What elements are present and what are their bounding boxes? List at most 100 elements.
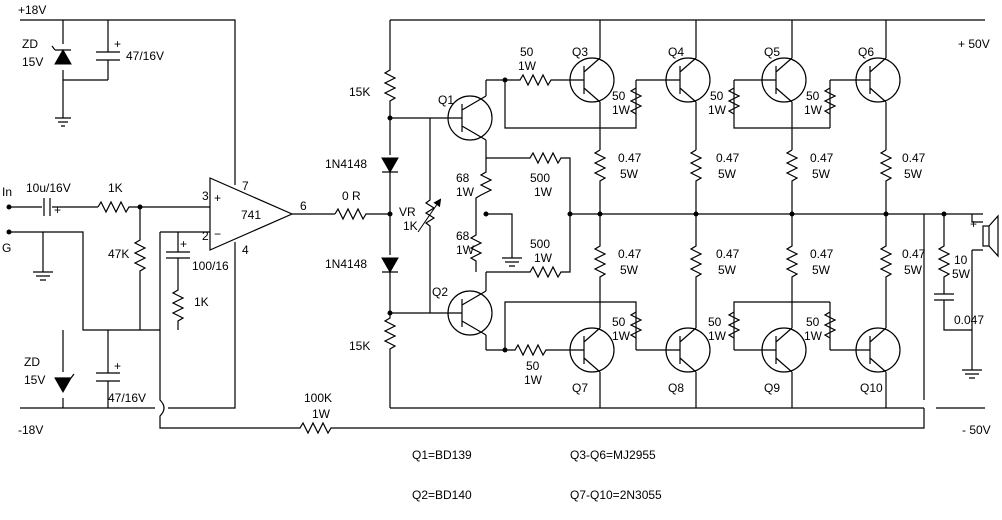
- r50-bot2-label-2: 1W: [708, 329, 727, 343]
- q3-transistor: [569, 20, 615, 150]
- zener-bot: [54, 330, 75, 408]
- r-zobel-label-2: 5W: [952, 267, 971, 281]
- opamp-pin2: 2: [202, 229, 209, 243]
- opamp-plus: +: [214, 191, 221, 205]
- d-top-label: 1N4148: [325, 157, 367, 171]
- r-47k: [133, 204, 147, 330]
- bias-chain: [381, 20, 450, 408]
- rail-label-pos18: +18V: [18, 3, 46, 17]
- q6-transistor: [829, 20, 901, 150]
- r-zobel-label-1: 10: [954, 253, 968, 267]
- r500-bot-label-2: 1W: [534, 251, 553, 265]
- re-top2-label-1: 0.47: [716, 151, 740, 165]
- input-wiring: [6, 198, 210, 281]
- cap-top-plus: +: [114, 37, 121, 51]
- q5-transistor: [733, 20, 830, 150]
- rail-label-pos50: + 50V: [958, 37, 990, 51]
- re-bot-resistors: [593, 214, 893, 280]
- cap-in-plus: +: [54, 203, 61, 217]
- re-bot3-label-2: 5W: [812, 263, 831, 277]
- r50-bot1-label-2: 1W: [612, 329, 631, 343]
- cap-in-label: 10u/16V: [26, 181, 71, 195]
- note-q7-q10: Q7-Q10=2N3055: [570, 488, 662, 502]
- re-top-resistors: [593, 149, 893, 214]
- r50-bot2-label-1: 50: [708, 315, 722, 329]
- q4-label: Q4: [668, 45, 684, 59]
- note-q2: Q2=BD140: [412, 488, 472, 502]
- speaker-icon: [971, 214, 999, 258]
- re-bot1-label-1: 0.47: [618, 247, 642, 261]
- r500-top-label-1: 500: [530, 171, 550, 185]
- rail-label-neg18: -18V: [18, 423, 43, 437]
- re-top1-label-1: 0.47: [618, 151, 642, 165]
- q2-driver: [447, 272, 493, 350]
- r50-top1-label-1: 50: [612, 89, 626, 103]
- re-top3-label-2: 5W: [812, 167, 831, 181]
- q6-label: Q6: [858, 45, 874, 59]
- opamp-pin4: 4: [242, 243, 249, 257]
- r-15k-bot-label: 15K: [349, 339, 370, 353]
- q1-label: Q1: [438, 93, 454, 107]
- note-q1: Q1=BD139: [412, 448, 472, 462]
- opamp-pin6: 6: [300, 199, 307, 213]
- q7-transistor: [569, 280, 615, 408]
- re-bot4-label-1: 0.47: [902, 247, 926, 261]
- r50-q3-label-1: 50: [520, 45, 534, 59]
- re-top3-label-1: 0.47: [810, 151, 834, 165]
- r50-q3-label-2: 1W: [518, 59, 537, 73]
- r50-bot3-label-2: 1W: [804, 329, 823, 343]
- d-bot-label: 1N4148: [325, 257, 367, 271]
- q2-label: Q2: [432, 285, 448, 299]
- cap-fb-label: 100/16: [192, 259, 229, 273]
- re-top1-label-2: 5W: [620, 167, 639, 181]
- vr-label-1: VR: [399, 205, 416, 219]
- r50-q7-label-1: 50: [526, 359, 540, 373]
- zd-bot-label-1: ZD: [24, 355, 40, 369]
- r-47k-label: 47K: [108, 247, 129, 261]
- cap-top-label: 47/16V: [126, 49, 164, 63]
- r50-bot-resistors: [629, 311, 837, 339]
- re-bot2-label-2: 5W: [718, 263, 737, 277]
- q10-transistor: [829, 280, 901, 408]
- zd-top-label-2: 15V: [22, 55, 43, 69]
- q3-label: Q3: [572, 45, 588, 59]
- feedback-network: [159, 214, 925, 435]
- r50-top2-label-1: 50: [710, 89, 724, 103]
- re-bot1-label-2: 5W: [620, 263, 639, 277]
- r50-bot3-label-1: 50: [806, 315, 820, 329]
- q4-transistor: [636, 20, 711, 150]
- vr-label-2: 1K: [403, 219, 418, 233]
- r-100k-label-1: 100K: [304, 391, 332, 405]
- q1-driver: [447, 80, 493, 158]
- vr-1k: [417, 118, 442, 313]
- cap-bot-label: 47/16V: [108, 391, 146, 405]
- cap-bot: [43, 231, 160, 408]
- zd-top-label-1: ZD: [22, 37, 38, 51]
- speaker-plus: +: [970, 217, 977, 231]
- r68-bot-label-2: 1W: [456, 243, 475, 257]
- r-fb-label: 1K: [194, 295, 209, 309]
- driver-emitter-network: [469, 151, 924, 279]
- opamp-pin3: 3: [202, 189, 209, 203]
- ground-input-label: G: [2, 241, 11, 255]
- c-zobel-label: 0.047: [954, 313, 984, 327]
- r-100k-label-2: 1W: [312, 407, 331, 421]
- re-top4-label-2: 5W: [904, 167, 923, 181]
- q5-label: Q5: [764, 45, 780, 59]
- zobel-network: [924, 211, 983, 379]
- opamp-741: [209, 177, 335, 251]
- cap-fb-plus: +: [180, 237, 187, 251]
- opamp-pin7: 7: [242, 179, 249, 193]
- q9-label: Q9: [764, 381, 780, 395]
- re-bot3-label-1: 0.47: [810, 247, 834, 261]
- r-0r: [334, 207, 390, 221]
- r50-top3-label-2: 1W: [804, 103, 823, 117]
- re-bot2-label-1: 0.47: [716, 247, 740, 261]
- opamp-name: 741: [241, 208, 261, 222]
- re-bot4-label-2: 5W: [904, 263, 923, 277]
- r-0r-label: 0 R: [342, 189, 361, 203]
- q8-transistor: [636, 280, 711, 408]
- r-in-label: 1K: [108, 181, 123, 195]
- r68-top-label-2: 1W: [456, 185, 475, 199]
